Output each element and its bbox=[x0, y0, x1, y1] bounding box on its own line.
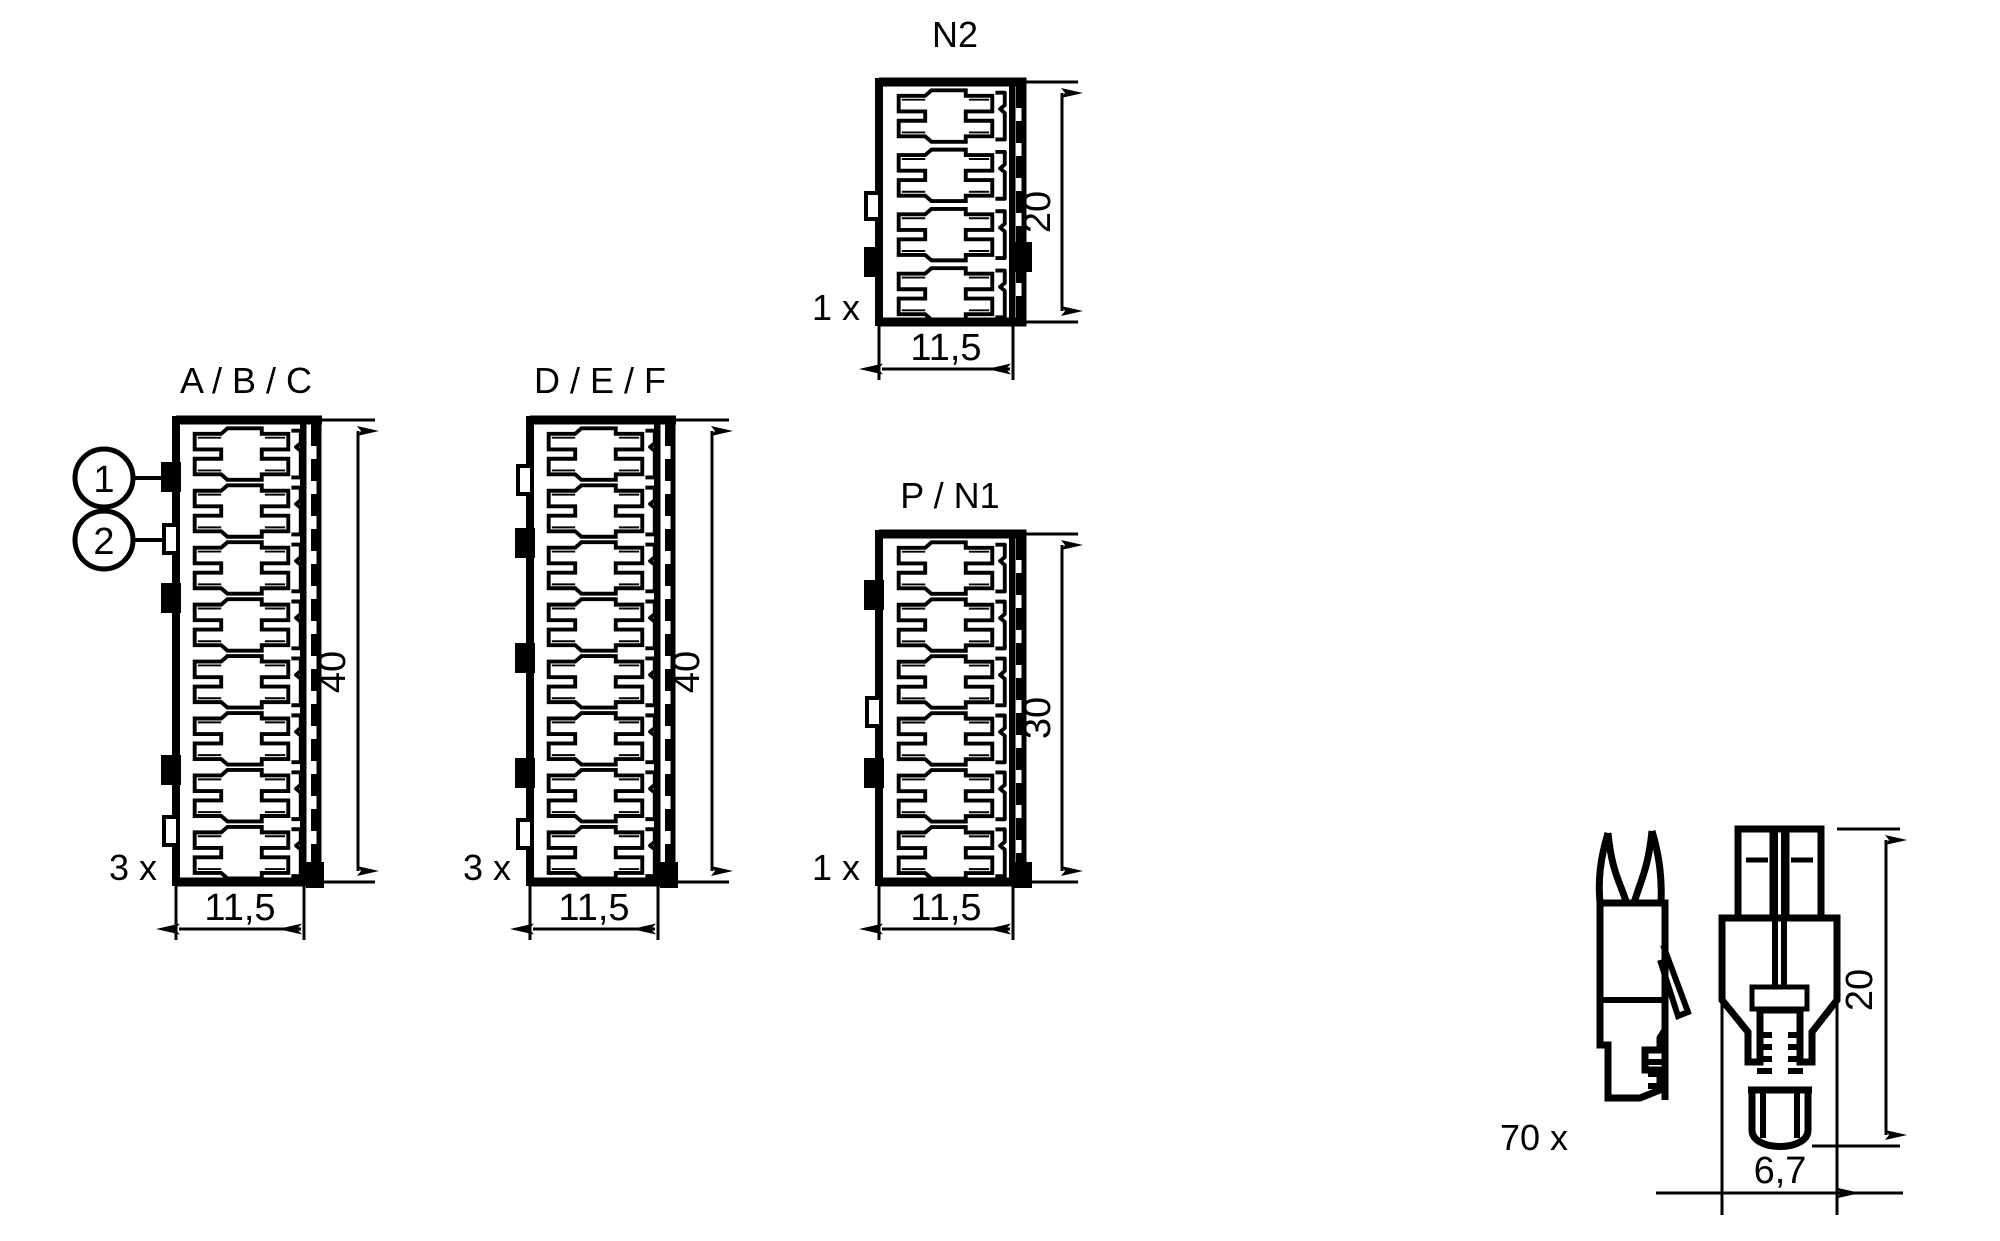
view-title-abc: A / B / C bbox=[180, 360, 312, 401]
dimension-width-n2: 11,5 bbox=[859, 322, 1015, 380]
coding-tab-filled bbox=[515, 758, 535, 788]
view-pn1: P / N1 1 x 30 bbox=[812, 475, 1083, 940]
dimension-width-pn1: 11,5 bbox=[859, 882, 1015, 940]
coding-tab-filled bbox=[161, 755, 181, 785]
quantity-abc: 3 x bbox=[109, 847, 157, 888]
quantity-pn1: 1 x bbox=[812, 847, 860, 888]
view-n2: N2 1 x bbox=[812, 14, 1083, 380]
dimension-height-abc: 40 bbox=[312, 418, 379, 884]
terminal-side-view bbox=[1595, 830, 1692, 1102]
terminal-front-view bbox=[1718, 825, 1841, 1150]
view-title-n2: N2 bbox=[932, 14, 978, 55]
dimension-value-115: 11,5 bbox=[558, 887, 629, 929]
view-title-def: D / E / F bbox=[534, 360, 666, 401]
coding-tab-filled bbox=[864, 580, 884, 610]
dimension-value-20: 20 bbox=[1017, 191, 1059, 233]
view-crimp-terminal: 70 x 20 6,7 bbox=[1500, 825, 1907, 1215]
coding-tab-filled bbox=[515, 643, 535, 673]
coding-tab-filled bbox=[864, 758, 884, 788]
coding-tab-open bbox=[516, 818, 534, 850]
coding-tab-filled bbox=[515, 528, 535, 558]
coding-tab-filled bbox=[161, 583, 181, 613]
coding-tab-filled bbox=[161, 462, 181, 492]
coding-tab-filled bbox=[864, 247, 882, 277]
callout-1: 1 bbox=[72, 446, 161, 510]
connector-body-n2 bbox=[864, 77, 1032, 327]
view-title-pn1: P / N1 bbox=[900, 475, 999, 516]
callout-number: 1 bbox=[93, 459, 114, 501]
dimension-height-pn1: 30 bbox=[1017, 532, 1083, 884]
view-def: D / E / F 3 x bbox=[463, 360, 733, 940]
view-abc: A / B / C bbox=[72, 360, 379, 940]
dimension-width-abc: 11,5 bbox=[156, 882, 306, 940]
coding-tab-filled bbox=[660, 862, 678, 888]
coding-tab-open bbox=[162, 523, 180, 555]
dimension-value-115: 11,5 bbox=[910, 887, 981, 929]
dimension-height-n2: 20 bbox=[1017, 80, 1083, 324]
quantity-def: 3 x bbox=[463, 847, 511, 888]
coding-tab-filled bbox=[1014, 242, 1032, 272]
quantity-n2: 1 x bbox=[812, 287, 860, 328]
dimension-height-def: 40 bbox=[666, 418, 733, 884]
coding-tab-open bbox=[162, 815, 180, 847]
connector-body-def bbox=[515, 415, 678, 888]
dimension-value-20: 20 bbox=[1839, 969, 1881, 1011]
coding-tab-open bbox=[516, 464, 534, 496]
dimension-value-115: 11,5 bbox=[204, 887, 275, 929]
coding-tab-filled bbox=[1014, 862, 1032, 888]
callout-number: 2 bbox=[93, 521, 114, 563]
dimension-value-40: 40 bbox=[666, 651, 708, 693]
dimension-value-40: 40 bbox=[312, 651, 354, 693]
callout-2: 2 bbox=[72, 508, 164, 572]
dimension-height-terminal: 20 bbox=[1812, 827, 1907, 1148]
dimension-value-67: 6,7 bbox=[1754, 1150, 1807, 1192]
dimension-value-115: 11,5 bbox=[910, 327, 981, 369]
connector-body-pn1 bbox=[864, 529, 1032, 888]
quantity-terminal: 70 x bbox=[1500, 1117, 1568, 1158]
coding-tab-open bbox=[864, 191, 882, 221]
dimension-value-30: 30 bbox=[1017, 697, 1059, 739]
coding-tab-filled bbox=[306, 862, 324, 888]
dimension-width-terminal: 6,7 bbox=[1656, 1000, 1903, 1215]
connector-body-abc bbox=[161, 415, 324, 888]
coding-tab-open bbox=[865, 696, 883, 728]
dimension-width-def: 11,5 bbox=[510, 882, 660, 940]
